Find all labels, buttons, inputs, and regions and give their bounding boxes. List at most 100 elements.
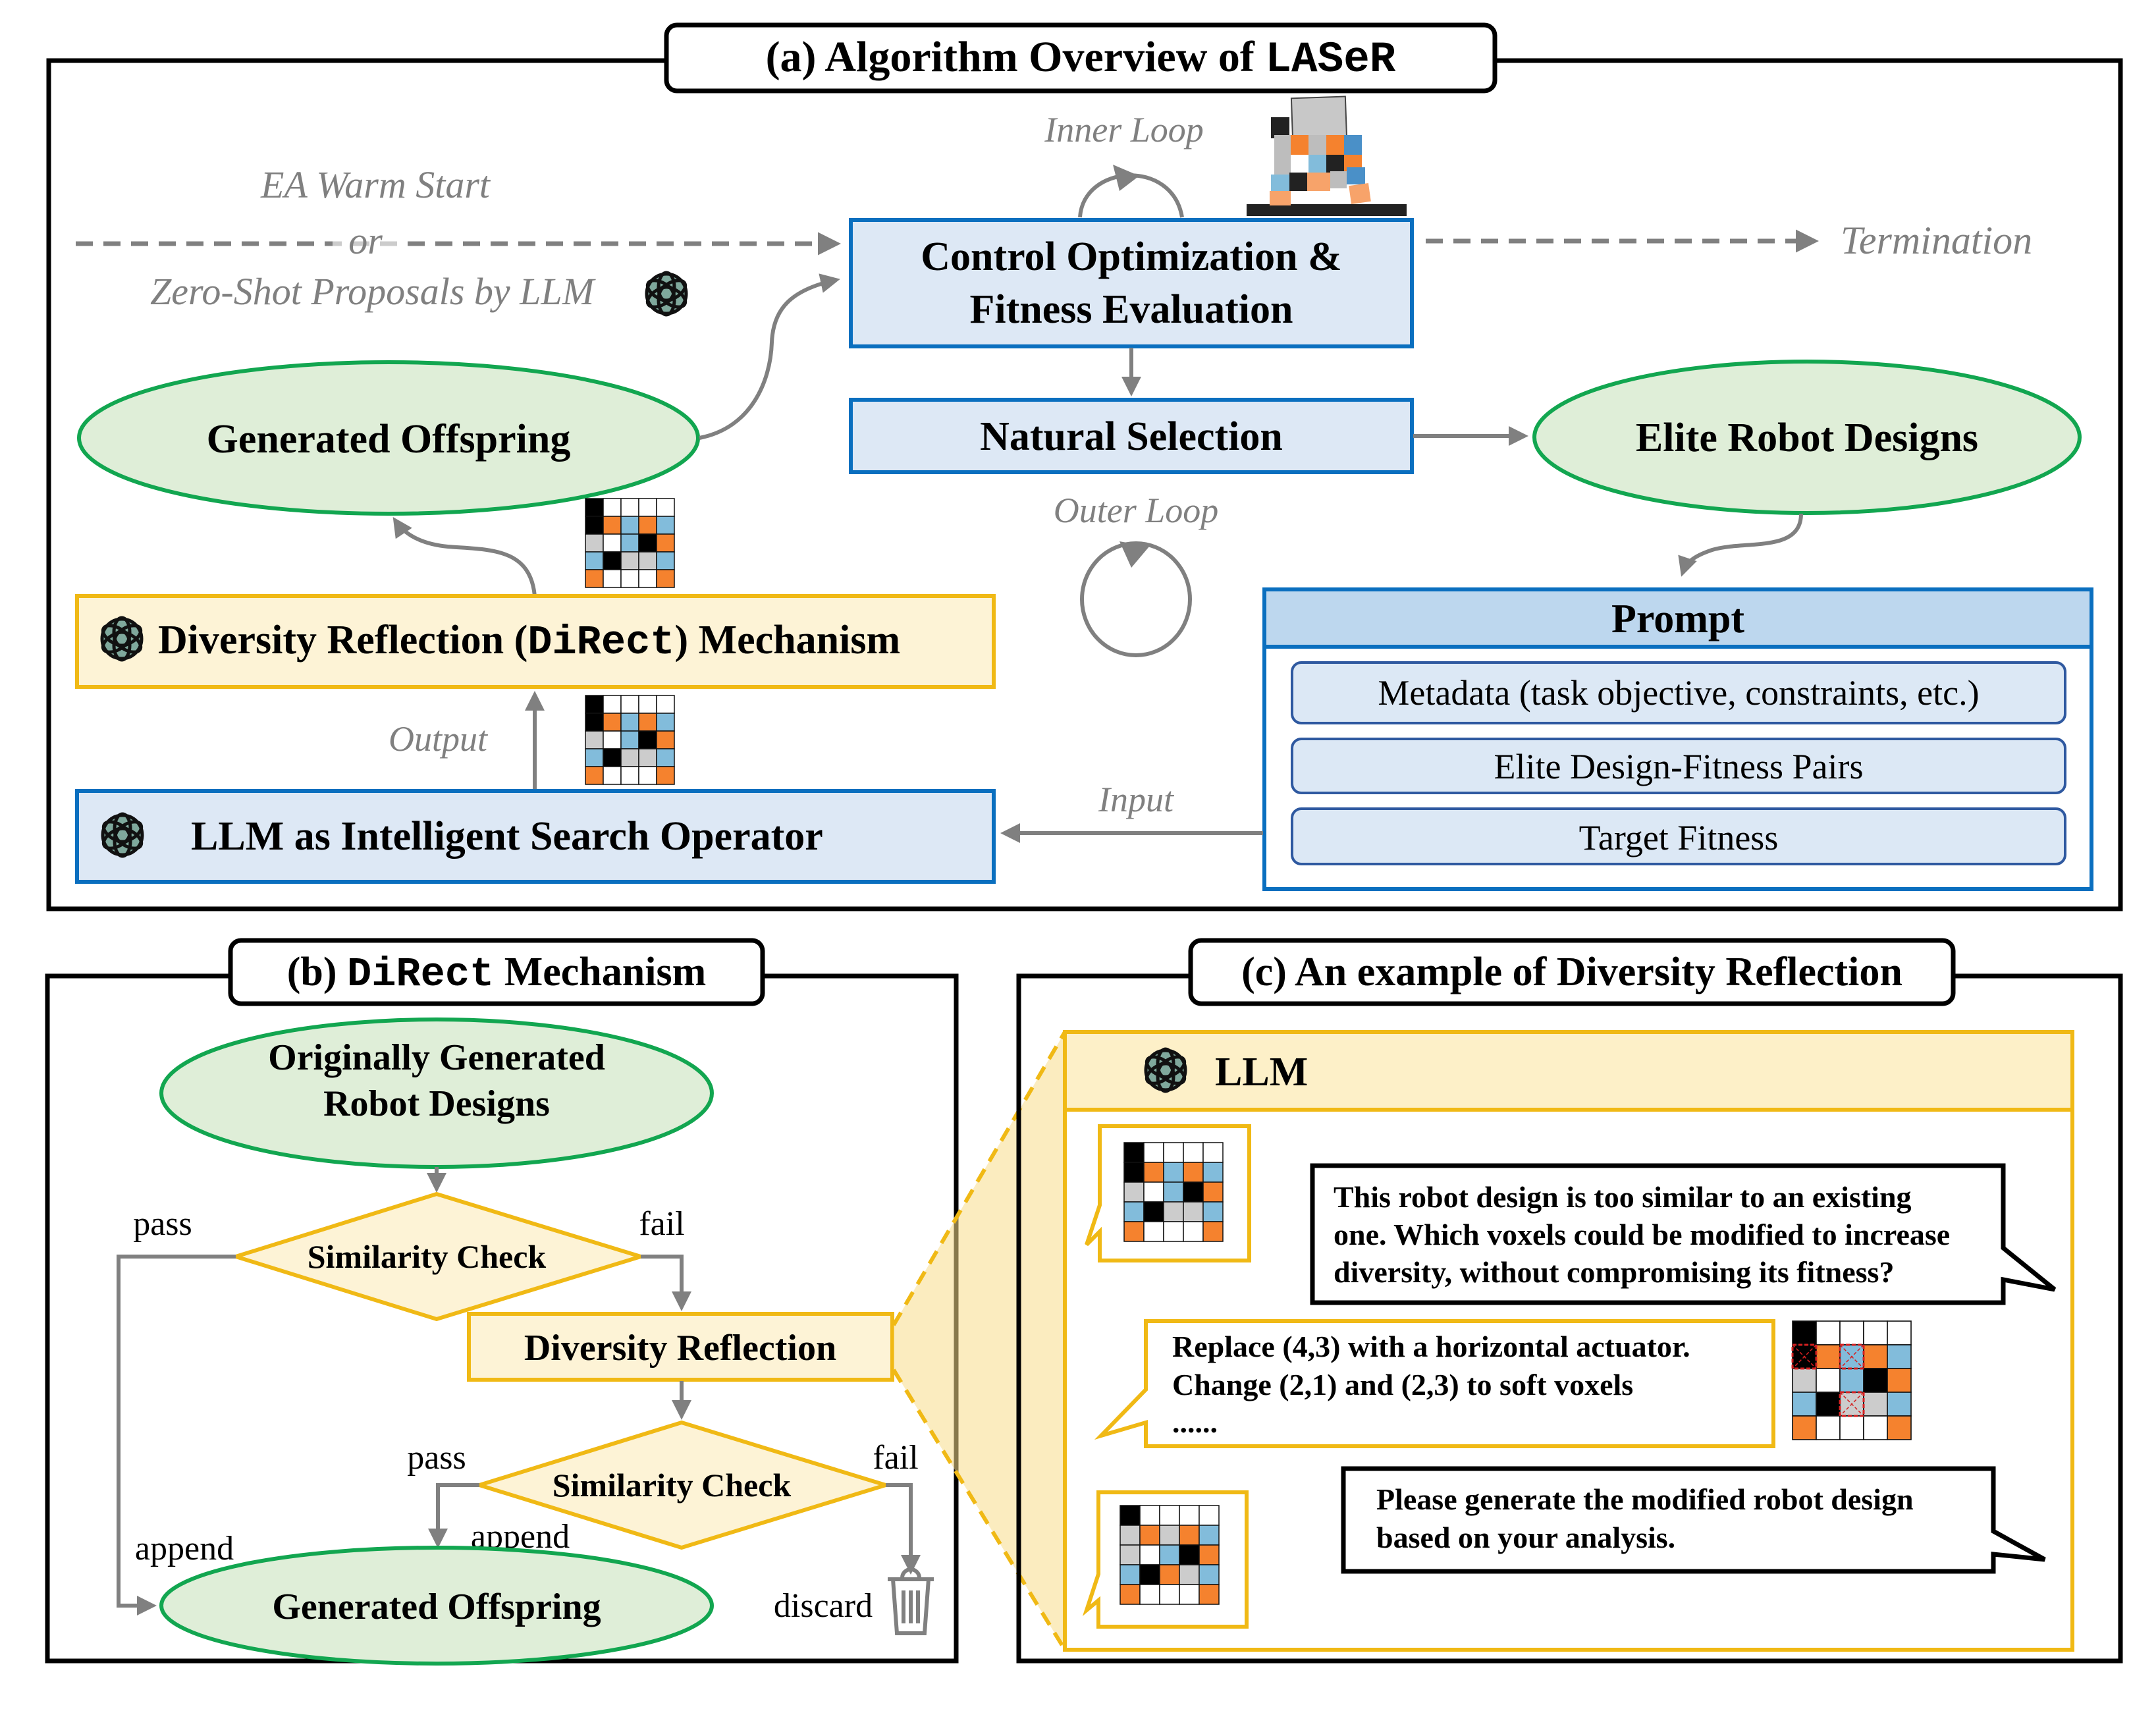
voxel-cell — [603, 748, 622, 767]
voxel-cell — [585, 569, 604, 588]
voxel-cell — [1863, 1415, 1888, 1440]
voxel-cell — [1183, 1221, 1204, 1242]
voxel-cell — [620, 766, 639, 785]
voxel-cell — [1139, 1544, 1160, 1565]
voxel-cell — [1887, 1320, 1912, 1345]
voxel-grid-annotated — [1791, 1320, 1912, 1440]
voxel-highlight-marker — [1839, 1391, 1865, 1417]
voxel-cell — [638, 730, 657, 749]
voxel-grid-original — [1123, 1142, 1224, 1242]
prompt-header-label: Prompt — [1611, 597, 1744, 641]
voxel-grid-llm-output — [585, 695, 675, 785]
user-message-2 — [1341, 1466, 2046, 1574]
voxel-cell — [603, 713, 622, 732]
voxel-highlight-marker — [1839, 1343, 1865, 1370]
voxel-cell — [1816, 1368, 1841, 1393]
original-designs-line1: Originally Generated — [268, 1037, 605, 1078]
prompt-item-metadata — [1291, 661, 2066, 724]
direct-mechanism-label: Diversity Reflection (DiRect) Mechanism — [158, 618, 900, 666]
voxel-cell — [1792, 1368, 1817, 1393]
panel-a: (a) Algorithm Overview of LASeR EA Warm … — [46, 22, 2123, 911]
ground-block — [1247, 204, 1407, 216]
voxel-cell — [620, 748, 639, 767]
voxel-cell — [1887, 1368, 1912, 1393]
voxel-cell — [1163, 1221, 1184, 1242]
voxel-cell — [1202, 1181, 1224, 1203]
offspring-to-control-arrow — [699, 273, 840, 440]
voxel-cell — [656, 713, 675, 732]
voxel-cell — [620, 498, 639, 517]
prompt-item-target-fitness — [1291, 807, 2066, 865]
user-message-1 — [1310, 1163, 2057, 1305]
voxel-cell — [656, 551, 675, 570]
llm-reply-text: Replace (4,3) with a horizontal actuator… — [1172, 1330, 1698, 1439]
zoom-callout — [894, 1032, 1065, 1650]
voxel-cell — [585, 533, 604, 553]
zero-shot-label: Zero-Shot Proposals by LLM — [150, 270, 596, 313]
voxel-cell — [638, 533, 657, 553]
voxel-cell — [1123, 1142, 1145, 1163]
panel-c: (c) An example of Diversity Reflection L… — [1016, 938, 2123, 1664]
voxel-cell — [620, 569, 639, 588]
voxel-cell — [1839, 1415, 1864, 1440]
voxel-cell — [1159, 1564, 1180, 1585]
generated-offspring-node — [77, 360, 700, 516]
voxel-cell — [1159, 1544, 1180, 1565]
control-optimization-line2: Fitness Evaluation — [970, 287, 1293, 332]
fail-to-reflection-arrow — [641, 1255, 691, 1311]
robot-illustration — [1247, 95, 1407, 216]
natural-selection-label: Natural Selection — [980, 414, 1283, 459]
voxel-cell — [656, 748, 675, 767]
prompt-box: Prompt Metadata (task objective, constra… — [1262, 587, 2093, 891]
outer-loop-arrowhead-icon — [1119, 541, 1149, 568]
voxel-cell — [1199, 1525, 1220, 1546]
panel-b: (b) DiRect Mechanism Originally Generate… — [45, 938, 959, 1666]
input-label: Input — [1098, 780, 1175, 819]
user-message-1-text: This robot design is too similar to an e… — [1334, 1180, 1958, 1289]
voxel-cell — [1123, 1162, 1145, 1183]
voxel-cell — [620, 713, 639, 732]
voxel-cell — [1143, 1142, 1164, 1163]
voxel-cell — [1816, 1344, 1841, 1369]
voxel-cell — [1163, 1162, 1184, 1183]
voxel-cell — [1163, 1201, 1184, 1222]
voxel-cell — [1183, 1162, 1204, 1183]
inner-loop-label: Inner Loop — [1044, 110, 1204, 149]
voxel-cell — [1816, 1320, 1841, 1345]
voxel-grid-modified — [1119, 1505, 1220, 1605]
diversity-reflection-label: Diversity Reflection — [524, 1328, 836, 1369]
voxel-cell — [585, 748, 604, 767]
voxel-cell — [1139, 1564, 1160, 1585]
original-designs-line2: Robot Designs — [323, 1083, 550, 1124]
voxel-cell — [585, 498, 604, 517]
generated-offspring-label-b: Generated Offspring — [272, 1587, 601, 1627]
voxel-cell — [620, 516, 639, 535]
panel-c-title-box — [1188, 938, 1956, 1006]
voxel-cell — [638, 516, 657, 535]
voxel-cell — [656, 766, 675, 785]
control-optimization-line1: Control Optimization & — [921, 234, 1342, 279]
voxel-cell — [656, 498, 675, 517]
voxel-cell — [1119, 1525, 1141, 1546]
elite-to-prompt-arrow — [1678, 513, 1803, 577]
voxel-cell — [1139, 1505, 1160, 1526]
voxel-cell — [1139, 1525, 1160, 1546]
voxel-cell — [585, 695, 604, 714]
voxel-cell — [1863, 1344, 1888, 1369]
voxel-cell — [603, 766, 622, 785]
voxel-cell — [638, 569, 657, 588]
voxel-cell — [585, 713, 604, 732]
voxel-cell — [1887, 1415, 1912, 1440]
prompt-item-label: Elite Design-Fitness Pairs — [1494, 747, 1864, 786]
voxel-cell — [1887, 1344, 1912, 1369]
llm-chat-header — [1063, 1030, 2074, 1112]
voxel-cell — [638, 766, 657, 785]
voxel-cell — [1179, 1584, 1200, 1605]
voxel-cell — [603, 730, 622, 749]
outer-loop-label: Outer Loop — [1054, 491, 1219, 530]
llm-search-operator-box — [75, 789, 996, 884]
or-label: or — [348, 219, 383, 262]
voxel-cell — [1123, 1181, 1145, 1203]
natural-selection-box — [849, 398, 1414, 474]
